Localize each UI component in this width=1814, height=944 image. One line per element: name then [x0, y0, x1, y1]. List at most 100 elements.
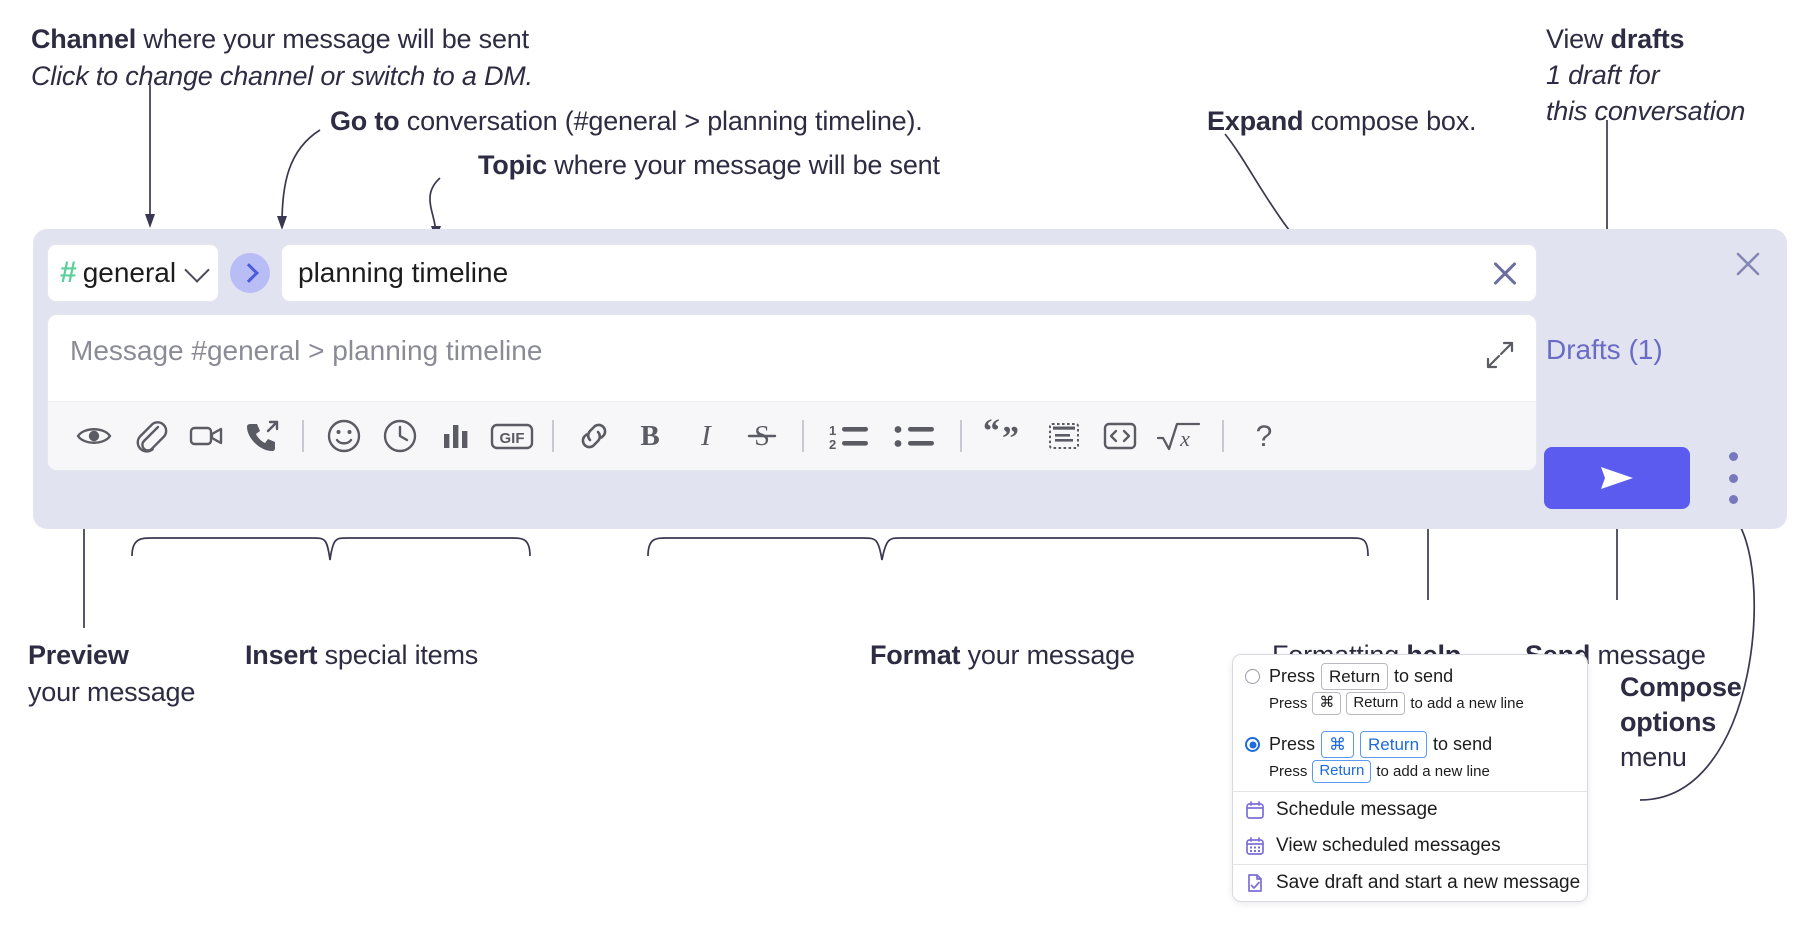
radio-return[interactable] [1245, 669, 1260, 685]
hash-icon: # [60, 256, 77, 289]
chevron-down-icon [184, 257, 210, 283]
code-icon [1103, 422, 1137, 450]
code-block-button[interactable] [1036, 408, 1092, 464]
send-option-cmd-return-sub: Press Return to add a new line [1233, 760, 1587, 791]
annotation-channel-italic: Click to change channel or switch to a D… [31, 60, 533, 91]
opt2-suffix: to send [1433, 734, 1493, 755]
preview-button[interactable] [66, 408, 122, 464]
view-scheduled-messages-item[interactable]: View scheduled messages [1233, 828, 1587, 864]
annotation-compose-options: Compose options menu [1620, 672, 1742, 774]
ordered-list-button[interactable]: 1 2 [816, 408, 882, 464]
go-to-conversation-button[interactable] [230, 253, 270, 293]
calendar-grid-icon [1246, 837, 1264, 855]
italic-icon: I [700, 420, 712, 452]
square-root-icon: x [1156, 422, 1201, 451]
annotation-drafts-line3: this conversation [1546, 95, 1746, 126]
annotation-topic-strong: Topic [478, 150, 547, 180]
svg-text:x: x [1179, 426, 1190, 451]
emoji-button[interactable] [316, 408, 372, 464]
key-return: Return [1321, 663, 1389, 691]
send-option-cmd-return[interactable]: Press ⌘ Return to send [1233, 723, 1587, 760]
close-icon [1736, 252, 1760, 276]
gif-button[interactable]: GIF [484, 408, 540, 464]
schedule-button[interactable] [372, 408, 428, 464]
poll-button[interactable] [428, 408, 484, 464]
send-option-return[interactable]: Press Return to send [1233, 655, 1587, 692]
compose-header-row: # general planning timeline [47, 243, 1537, 303]
code-button[interactable] [1092, 408, 1148, 464]
document-check-icon [1248, 874, 1262, 892]
channel-selector[interactable]: # general [47, 244, 219, 302]
save-draft-item[interactable]: Save draft and start a new message [1233, 865, 1587, 901]
close-compose-button[interactable] [1731, 247, 1765, 281]
compose-options-button[interactable] [1722, 452, 1744, 504]
key-command: ⌘ [1312, 692, 1342, 715]
kebab-dot-3 [1728, 495, 1738, 504]
expand-compose-button[interactable] [1486, 341, 1514, 369]
separator-3 [802, 420, 804, 452]
annotation-insert: Insert special items [245, 640, 478, 672]
schedule-message-item[interactable]: Schedule message [1233, 792, 1587, 828]
blockquote-button[interactable]: “ ” [974, 408, 1036, 464]
record-audio-button[interactable] [234, 408, 290, 464]
annotation-expand-strong: Expand [1207, 106, 1304, 136]
bar-chart-icon [444, 425, 468, 448]
compose-panel: # general planning timeline Message #gen… [33, 229, 1787, 529]
key-return-sub: Return [1346, 692, 1406, 715]
annotation-compose-options-line3: menu [1620, 741, 1687, 772]
svg-text:GIF: GIF [500, 430, 525, 447]
annotation-compose-options-line1: Compose [1620, 672, 1742, 702]
separator-5 [1222, 420, 1224, 452]
compose-inner: # general planning timeline Message #gen… [47, 243, 1537, 471]
annotation-channel-rest: where your message will be sent [136, 24, 529, 54]
eye-icon [76, 428, 112, 444]
message-placeholder: Message #general > planning timeline [70, 335, 543, 366]
annotation-insert-strong: Insert [245, 640, 318, 670]
opt1-sub-prefix: Press [1269, 695, 1308, 713]
link-button[interactable] [566, 408, 622, 464]
opt2-sub-prefix: Press [1269, 763, 1308, 781]
schedule-message-label: Schedule message [1276, 799, 1438, 820]
topic-input[interactable]: planning timeline [281, 244, 1537, 302]
bold-button[interactable]: B [622, 408, 678, 464]
video-camera-icon [189, 426, 223, 446]
calendar-icon [1246, 801, 1264, 819]
opt2-sub-suffix: to add a new line [1376, 763, 1490, 781]
formatting-help-button[interactable]: ? [1236, 408, 1292, 464]
strikethrough-icon: S [747, 421, 777, 452]
svg-text:2: 2 [829, 437, 836, 452]
annotation-compose-options-line2: options [1620, 706, 1717, 737]
ordered-list-icon: 1 2 [829, 423, 868, 452]
gif-icon: GIF [490, 423, 534, 450]
link-icon [581, 423, 607, 449]
send-icon [1601, 467, 1633, 489]
bulleted-list-button[interactable] [882, 408, 948, 464]
record-video-button[interactable] [178, 408, 234, 464]
view-scheduled-messages-label: View scheduled messages [1276, 835, 1501, 856]
svg-text:“: “ [983, 416, 1000, 450]
send-button[interactable] [1544, 447, 1690, 509]
message-box: Message #general > planning timeline [47, 314, 1537, 471]
annotation-drafts-line2: 1 draft for [1546, 59, 1660, 90]
annotation-format-strong: Format [870, 640, 961, 670]
kebab-dot-2 [1728, 473, 1738, 483]
annotation-preview-line2: your message [28, 676, 196, 707]
annotation-drafts-strong: drafts [1610, 24, 1685, 54]
annotation-goto-strong: Go to [330, 106, 400, 136]
svg-text:B: B [640, 420, 659, 452]
send-option-return-label: Press Return to send [1269, 663, 1453, 691]
message-input[interactable]: Message #general > planning timeline [48, 315, 1536, 401]
opt1-prefix: Press [1269, 666, 1316, 687]
radio-cmd-return[interactable] [1245, 737, 1260, 753]
annotation-channel-strong: Channel [31, 24, 137, 54]
attach-file-button[interactable] [122, 408, 178, 464]
bulleted-list-icon [894, 426, 934, 447]
drafts-link[interactable]: Drafts (1) [1546, 334, 1663, 365]
separator-4 [960, 420, 962, 452]
italic-button[interactable]: I [678, 408, 734, 464]
math-button[interactable]: x [1148, 408, 1210, 464]
strikethrough-button[interactable]: S [734, 408, 790, 464]
clear-topic-icon[interactable] [1490, 258, 1520, 288]
bold-icon: B [640, 420, 659, 452]
